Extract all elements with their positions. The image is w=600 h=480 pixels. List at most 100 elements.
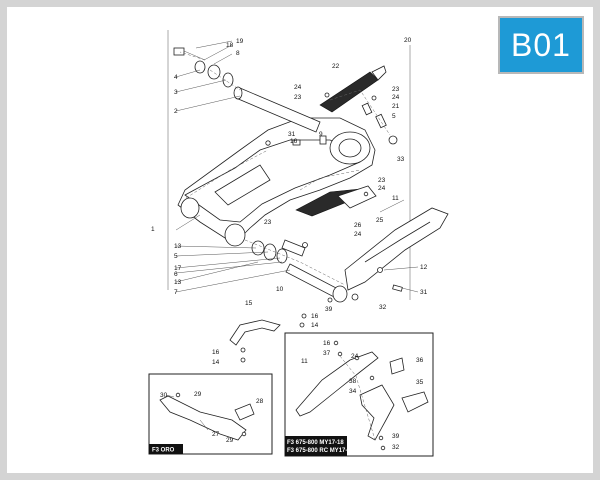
inset-right-label-24: 24	[351, 353, 359, 360]
inset-right-label-32: 32	[392, 444, 400, 451]
label-26: 26	[354, 222, 362, 229]
main-labels: 19 18 8 4 3 2 20 22 24 23 23 24 21 5 31 …	[151, 37, 428, 366]
label-31a: 31	[288, 131, 296, 138]
chain-cover-11	[344, 207, 449, 291]
inset-right-nut-32	[380, 445, 386, 451]
clip-16-upper	[292, 139, 301, 146]
inset-right-label-36: 36	[416, 357, 424, 364]
inset-right-label-35: 35	[416, 379, 424, 386]
screw-23-mid	[302, 242, 308, 248]
bearing-3	[222, 72, 234, 88]
inset-left-screw-29a	[175, 392, 181, 398]
label-11: 11	[392, 195, 399, 202]
spacer-23-lower	[281, 239, 306, 257]
label-1: 1	[151, 226, 155, 233]
explode-line-c	[179, 51, 241, 91]
label-7: 7	[174, 289, 178, 296]
pivot-axle-tube	[235, 87, 321, 133]
inset-left-label-29b: 29	[226, 437, 234, 444]
screw-31-upper	[265, 140, 271, 146]
label-13b: 13	[174, 279, 182, 286]
label-22: 22	[332, 63, 340, 70]
inset-right-label-34: 34	[349, 388, 357, 395]
screw-24-top	[324, 92, 330, 98]
label-32: 32	[379, 304, 387, 311]
spacer-21a	[361, 102, 373, 116]
inset-left-label-28: 28	[256, 398, 264, 405]
bolt-19	[173, 47, 185, 56]
inset-left-bracket-28	[234, 403, 255, 421]
chain-slider-tip	[371, 65, 387, 81]
bolt-12	[377, 267, 383, 273]
label-23c: 23	[378, 177, 386, 184]
inset-left-label-29a: 29	[194, 391, 202, 398]
inset-right-screw-39	[378, 435, 384, 441]
clip-16-lower	[301, 313, 307, 319]
explode-line-d	[329, 89, 391, 136]
inset-right-caption-line2: F3 675-800 RC MY17-18	[287, 448, 355, 454]
bracket-15	[229, 319, 281, 346]
label-21: 21	[392, 103, 400, 110]
label-10: 10	[276, 286, 284, 293]
inset-right-caption-line1: F3 675-800 MY17-18	[287, 440, 344, 446]
nut-32	[351, 293, 359, 301]
label-13a: 13	[174, 243, 182, 250]
label-24c: 24	[378, 185, 386, 192]
swingarm-end-right	[224, 223, 246, 247]
label-16b: 16	[311, 313, 319, 320]
shaft-10	[285, 263, 341, 299]
inset-right-caption-bg	[285, 436, 347, 456]
inset-left-leader-27	[199, 419, 209, 431]
label-15: 15	[245, 300, 253, 307]
label-4: 4	[174, 74, 178, 81]
chain-cover-rib	[364, 221, 431, 263]
label-31b: 31	[420, 289, 428, 296]
label-20: 20	[404, 37, 412, 44]
shaft-end-flange	[332, 285, 348, 303]
inset-left-leader-30	[165, 394, 175, 398]
label-5b: 5	[174, 253, 178, 260]
inset-left-caption-bg	[149, 444, 183, 454]
inset-right-screw-37	[337, 351, 343, 357]
inset-left-screw-29b	[241, 431, 247, 437]
label-14b: 14	[212, 359, 220, 366]
washer-39	[327, 297, 333, 303]
label-6: 6	[174, 271, 178, 278]
label-3: 3	[174, 89, 178, 96]
spacer-6	[276, 248, 288, 264]
inset-right-label-39: 39	[392, 433, 400, 440]
washer-4	[194, 60, 206, 74]
label-14a: 14	[311, 322, 319, 329]
inset-right-label-11: 11	[301, 358, 308, 365]
screw-24-mid	[363, 191, 369, 197]
label-16c: 16	[212, 349, 220, 356]
section-badge: B01	[498, 16, 584, 74]
inset-left-chain-cover	[159, 395, 247, 441]
screw-31-lower	[392, 284, 403, 292]
screw-14-lower	[299, 322, 305, 328]
screw-14-bottom	[240, 357, 246, 363]
screw-23-top	[371, 95, 377, 101]
spacer-21b	[375, 113, 387, 129]
inset-right-screw-38	[369, 375, 375, 381]
chain-guide-25	[337, 185, 377, 209]
inset-left-label-30: 30	[160, 392, 168, 399]
label-23b: 23	[392, 86, 400, 93]
inset-right-bracket-36	[389, 357, 405, 375]
inset-right-screw-16	[333, 340, 339, 346]
label-23a: 23	[294, 94, 302, 101]
label-25: 25	[376, 217, 384, 224]
inset-right-label-16: 16	[323, 340, 331, 347]
nut-33	[388, 135, 398, 145]
inset-right-screw-24	[354, 355, 360, 361]
inset-right-chain-cover-11	[295, 351, 379, 417]
label-12: 12	[420, 264, 428, 271]
explode-line-a	[185, 149, 361, 199]
label-9: 9	[319, 131, 323, 138]
inset-right-explode-line	[339, 355, 376, 441]
inset-left-caption: F3 ORO	[152, 448, 175, 454]
label-18: 18	[226, 42, 234, 49]
swingarm-window	[214, 164, 271, 206]
inset-right-label-38: 38	[349, 378, 357, 385]
